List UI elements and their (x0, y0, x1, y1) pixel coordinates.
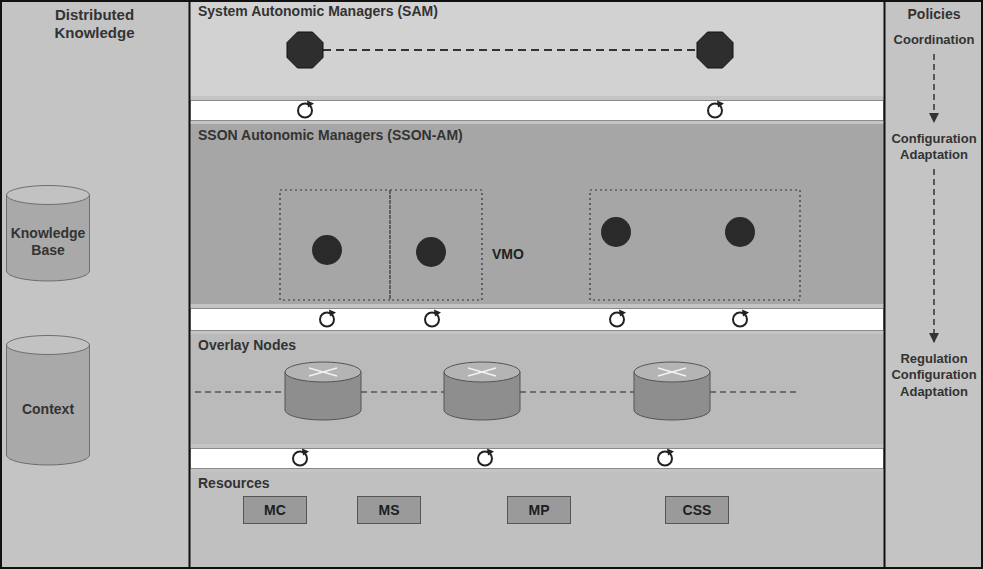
router-arrow (658, 368, 686, 376)
overlay-band-ground (190, 334, 884, 444)
sson-manager (725, 217, 755, 247)
vmo-groups (280, 190, 800, 300)
resource-box: MP (507, 496, 571, 524)
node-label: Regulation Configuration Adaptation (889, 345, 979, 400)
layer-heading: Resources (190, 472, 278, 495)
cycle-arrowhead (434, 310, 441, 317)
sson-manager (312, 235, 342, 265)
layer-heading: System Autonomic Managers (SAM) (190, 0, 446, 23)
sson-band-ground (190, 124, 884, 304)
vmo-group-outline (390, 190, 482, 300)
node-label: Context (0, 395, 104, 418)
overlay-link (710, 391, 800, 393)
cycle-arrowheads (302, 101, 749, 456)
layer-band: Overlay Nodes (190, 334, 884, 444)
group-label: VMO (492, 246, 524, 262)
router-arrow (309, 368, 337, 376)
router-arrows (309, 368, 686, 376)
node-label: MS (371, 499, 408, 522)
cycle-arrowhead (302, 449, 309, 456)
cycle-arrowhead (742, 310, 749, 317)
node-label: MC (256, 499, 294, 522)
sson-manager (601, 217, 631, 247)
node-label: Knowledge Base (0, 219, 115, 259)
router-arrow (468, 368, 496, 376)
resource-box: MC (243, 496, 307, 524)
node-label: MP (521, 499, 558, 522)
interface-strip (191, 309, 884, 331)
layer-band: SSON Autonomic Managers (SSON-AM) (190, 124, 884, 304)
interface-strip (191, 449, 884, 469)
vmo-group-outline (280, 190, 390, 300)
resource-box: CSS (665, 496, 729, 524)
knowledge-panel: Knowledge BaseContext Distributed Knowled… (0, 0, 189, 569)
router-arrow (468, 368, 496, 376)
policies-panel: CoordinationConfiguration AdaptationRegu… (885, 0, 983, 569)
resources-band-ground (190, 472, 884, 569)
cycle-arrowhead (307, 101, 314, 108)
router-arrow (658, 368, 686, 376)
cycle-arrowhead (717, 101, 724, 108)
sam-band-ground (190, 0, 884, 96)
resource-box: MS (357, 496, 421, 524)
vmo-group-outline (590, 190, 800, 300)
policy-flow-arrow (933, 169, 935, 342)
policy-step: Coordination (889, 26, 979, 51)
layer-band: MC MS MP CSS Resources (190, 472, 884, 569)
knowledge-cylinder: Knowledge Base (6, 185, 90, 281)
layer-heading: SSON Autonomic Managers (SSON-AM) (190, 124, 471, 147)
node-label: Configuration Adaptation (889, 125, 979, 164)
router-arrow (309, 368, 337, 376)
cylinder-top (7, 336, 90, 355)
router-top (285, 362, 361, 382)
policy-step: Regulation Configuration Adaptation (889, 345, 979, 402)
column-divider (884, 0, 886, 569)
overlay-link (195, 391, 285, 393)
overlay-link (361, 391, 444, 393)
sam-link (323, 49, 697, 51)
interface-strip (191, 101, 884, 121)
column-divider (189, 0, 191, 569)
routers (285, 362, 710, 420)
layer-heading: Policies (885, 0, 983, 23)
cycle-arrowhead (667, 449, 674, 456)
node-label: Coordination (889, 26, 979, 48)
policy-step: Configuration Adaptation (889, 125, 979, 166)
cycle-arrowhead (487, 449, 494, 456)
policy-flow-arrow (933, 54, 935, 122)
sson-manager (416, 237, 446, 267)
layer-heading: Distributed Knowledge (0, 0, 189, 42)
sam-octagon (287, 32, 323, 68)
node-label: CSS (675, 499, 720, 522)
cycle-arrowhead (329, 310, 336, 317)
sam-octagon (697, 32, 733, 68)
router-top (634, 362, 710, 382)
router-top (444, 362, 520, 382)
cycle-arrowhead (619, 310, 626, 317)
layer-heading: Overlay Nodes (190, 334, 304, 357)
cylinder-outline (6, 335, 90, 465)
context-cylinder: Context (6, 335, 90, 465)
layer-band: System Autonomic Managers (SAM) (190, 0, 884, 96)
overlay-link (520, 391, 634, 393)
cylinder-top (7, 186, 90, 205)
